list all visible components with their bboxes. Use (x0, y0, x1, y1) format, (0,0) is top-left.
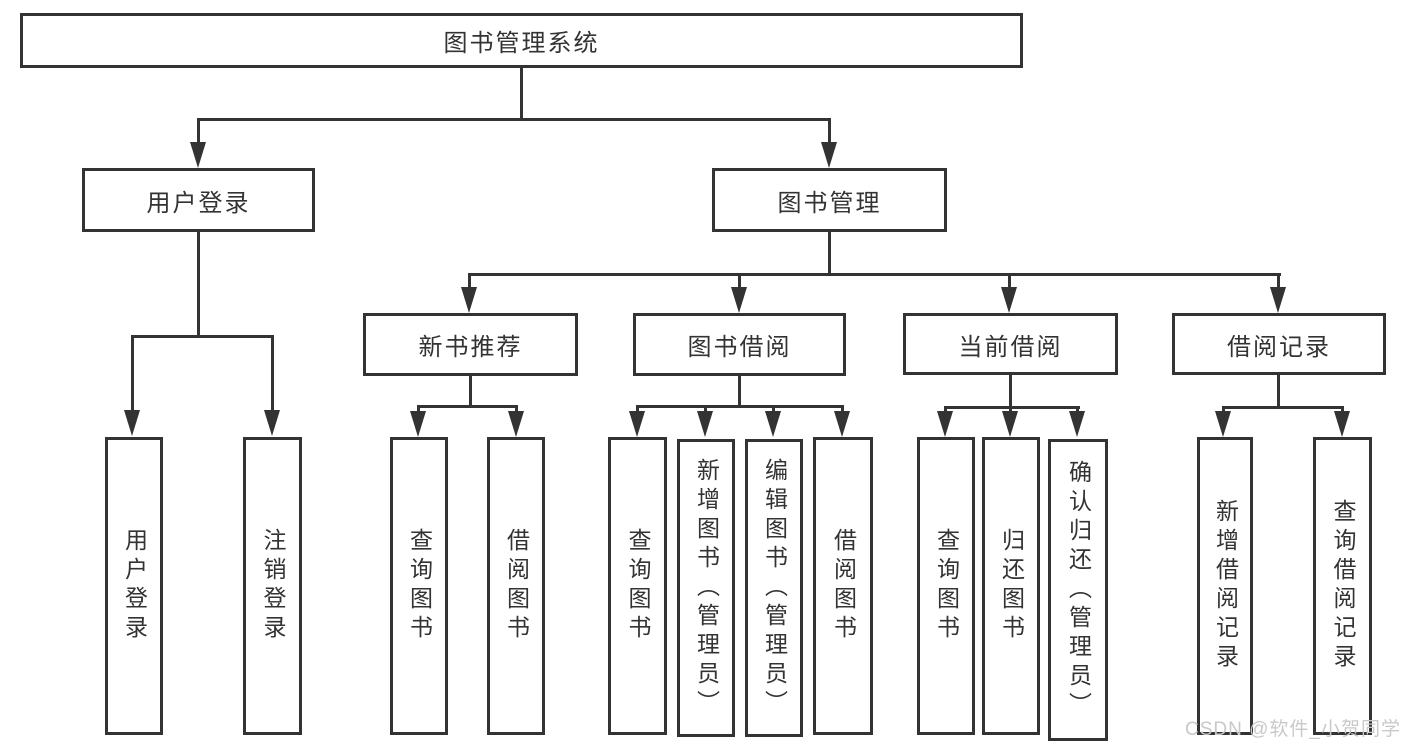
node-book-borrow-label: 图书借阅 (687, 334, 792, 361)
connector-to-book-manage (828, 118, 831, 158)
arrowhead-to-leaf-borrow-book-2 (834, 411, 850, 437)
connector-level3-rail (468, 273, 1281, 276)
leaf-edit-book-label: 编辑图书（管理员） (761, 457, 788, 719)
node-root-label: 图书管理系统 (443, 30, 600, 57)
leaf-borrow-book-1: 借阅图书 (487, 437, 545, 735)
leaf-add-record-label: 新增借阅记录 (1212, 499, 1239, 673)
arrowhead-to-book-borrow (731, 287, 747, 313)
leaf-borrow-book-2-label: 借阅图书 (830, 528, 857, 644)
leaf-query-book-1: 查询图书 (390, 437, 448, 735)
connector-level2-rail (197, 118, 831, 121)
leaf-logout: 注销登录 (243, 437, 302, 735)
node-current-borrow-label: 当前借阅 (958, 333, 1063, 361)
arrowhead-to-leaf-confirm-return (1069, 411, 1085, 437)
arrowhead-to-leaf-return-book (1002, 411, 1018, 437)
arrowhead-to-current-borrow (1001, 287, 1017, 313)
connector-recommend-stem (469, 376, 472, 405)
arrowhead-to-leaf-logout (264, 410, 280, 436)
leaf-borrow-book-2: 借阅图书 (813, 437, 873, 735)
node-current-borrow: 当前借阅 (903, 313, 1118, 375)
node-new-book-recommend-label: 新书推荐 (418, 334, 523, 361)
leaf-query-book-2: 查询图书 (608, 437, 667, 735)
leaf-query-record: 查询借阅记录 (1313, 437, 1372, 735)
csdn-watermark: CSDN @软件_小贺同学 (1185, 719, 1401, 740)
connector-borrow-records-stem (1277, 375, 1280, 406)
arrowhead-to-book-manage (821, 142, 837, 168)
node-book-borrow: 图书借阅 (633, 313, 846, 376)
arrowhead-to-leaf-add-book (697, 411, 713, 437)
connector-user-login-rail (131, 335, 274, 338)
connector-current-borrow-stem (1009, 375, 1012, 406)
leaf-query-book-2-label: 查询图书 (625, 528, 651, 644)
arrowhead-to-leaf-add-record (1215, 411, 1231, 437)
leaf-logout-label: 注销登录 (260, 528, 286, 644)
connector-borrow-records-rail (1222, 406, 1344, 409)
node-user-login: 用户登录 (82, 168, 315, 232)
leaf-add-record: 新增借阅记录 (1197, 437, 1253, 735)
arrowhead-to-leaf-query-record (1334, 411, 1350, 437)
leaf-query-book-3: 查询图书 (917, 437, 975, 735)
connector-to-recommend (468, 273, 471, 293)
leaf-query-book-3-label: 查询图书 (933, 528, 960, 644)
leaf-user-login-label: 用户登录 (121, 528, 148, 644)
connector-root-stem (520, 68, 523, 120)
arrowhead-to-leaf-edit-book (765, 411, 781, 437)
arrowhead-to-leaf-query-book-1 (410, 411, 426, 437)
node-borrow-records: 借阅记录 (1172, 313, 1386, 375)
connector-to-borrow-records (1277, 273, 1280, 293)
leaf-add-book-label: 新增图书（管理员） (693, 457, 720, 719)
leaf-query-record-label: 查询借阅记录 (1330, 499, 1356, 673)
node-root: 图书管理系统 (20, 13, 1023, 68)
arrowhead-to-leaf-borrow-book-1 (508, 411, 524, 437)
arrowhead-to-user-login (190, 142, 206, 168)
leaf-return-book-label: 归还图书 (998, 528, 1025, 644)
leaf-query-book-1-label: 查询图书 (406, 528, 433, 644)
leaf-borrow-book-1-label: 借阅图书 (503, 528, 530, 644)
connector-book-manage-stem (828, 232, 831, 273)
leaf-confirm-return: 确认归还（管理员） (1048, 439, 1108, 741)
connector-user-login-stem (197, 232, 200, 335)
leaf-edit-book: 编辑图书（管理员） (745, 439, 803, 737)
leaf-add-book: 新增图书（管理员） (677, 439, 735, 737)
connector-to-current-borrow (1008, 273, 1011, 293)
connector-current-borrow-rail (944, 406, 1080, 409)
connector-to-leaf-user-login (131, 335, 134, 415)
leaf-user-login: 用户登录 (105, 437, 163, 735)
arrowhead-to-recommend (461, 287, 477, 313)
arrowhead-to-leaf-query-book-2 (629, 411, 645, 437)
node-new-book-recommend: 新书推荐 (363, 313, 578, 376)
connector-to-leaf-logout (271, 335, 274, 415)
node-borrow-records-label: 借阅记录 (1227, 333, 1331, 361)
connector-to-user-login (197, 118, 200, 158)
connector-book-borrow-stem (738, 376, 741, 405)
arrowhead-to-borrow-records (1270, 287, 1286, 313)
arrowhead-to-leaf-user-login (124, 410, 140, 436)
connector-book-borrow-rail (636, 405, 844, 408)
connector-to-book-borrow (738, 273, 741, 293)
node-book-manage: 图书管理 (712, 168, 947, 232)
arrowhead-to-leaf-query-book-3 (937, 411, 953, 437)
leaf-return-book: 归还图书 (982, 437, 1040, 735)
node-book-manage-label: 图书管理 (777, 189, 882, 217)
node-user-login-label: 用户登录 (146, 189, 251, 217)
leaf-confirm-return-label: 确认归还（管理员） (1065, 459, 1092, 721)
connector-recommend-rail (417, 405, 518, 408)
